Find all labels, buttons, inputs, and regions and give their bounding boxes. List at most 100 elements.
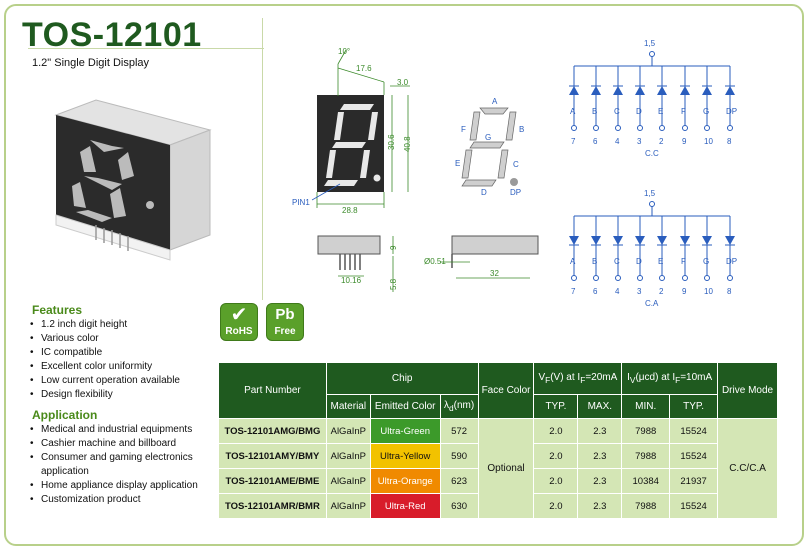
front-view-drawing: 10° 17.6 3.0 28.8 30.6 40.8 PIN1: [292, 47, 412, 215]
diode-icon: [702, 236, 712, 245]
pin-number-label: 2: [659, 287, 664, 296]
pin-node: [571, 125, 577, 131]
seg-g: G: [485, 133, 491, 142]
seg-a: A: [492, 97, 498, 106]
check-icon: ✔: [230, 304, 248, 326]
dim-9: 9: [389, 245, 398, 250]
pb-free-badge: Pb Free: [266, 303, 304, 341]
product-3d-image: [54, 99, 212, 261]
th-material: Material: [325, 394, 371, 419]
dim-3-0: 3.0: [397, 78, 409, 87]
pin-number-label: 10: [704, 137, 713, 146]
iv-min-cell: 10384: [621, 468, 671, 494]
pb-label: Pb: [275, 306, 295, 323]
pin-number-label: 3: [637, 287, 642, 296]
pin-node: [593, 275, 599, 281]
lambda-cell: 630: [439, 493, 479, 519]
material-cell: AlGaInP: [325, 468, 371, 494]
part-number-cell: TOS-12101AMY/BMY: [218, 443, 327, 469]
diode-icon: [613, 86, 623, 95]
diode-icon: [569, 236, 579, 245]
segment-label: C: [614, 107, 620, 116]
iv-min-cell: 7988: [621, 418, 671, 444]
pin-node: [593, 125, 599, 131]
vf-typ-cell: 2.0: [533, 418, 579, 444]
diode-icon: [635, 236, 645, 245]
vf-max-cell: 2.3: [577, 443, 623, 469]
diode-icon: [591, 236, 601, 245]
rohs-badge: ✔ RoHS: [220, 303, 258, 341]
feature-item: Low current operation available: [30, 374, 180, 388]
seg-b: B: [519, 125, 524, 134]
pin-node: [704, 125, 710, 131]
seg-dp: DP: [510, 188, 521, 197]
pin-node: [682, 125, 688, 131]
diode-icon: [702, 86, 712, 95]
dim-28-8: 28.8: [342, 206, 358, 215]
pin-number-label: 8: [727, 137, 732, 146]
material-cell: AlGaInP: [325, 443, 371, 469]
feature-item: IC compatible: [30, 346, 180, 360]
pin-node: [615, 275, 621, 281]
lambda-cell: 590: [439, 443, 479, 469]
pin1-label: PIN1: [292, 198, 310, 207]
pin-number-label: 7: [571, 137, 576, 146]
iv-typ-cell: 15524: [669, 443, 719, 469]
vf-max-cell: 2.3: [577, 468, 623, 494]
pin-node: [637, 275, 643, 281]
vertical-divider: [262, 18, 263, 300]
common-pin-node: [649, 201, 655, 207]
drive-mode-label: C.A: [645, 299, 659, 308]
application-title: Application: [32, 408, 98, 422]
seg-e: E: [455, 159, 460, 168]
application-list: Medical and industrial equipmentsCashier…: [30, 423, 230, 507]
application-item: Cashier machine and billboard: [30, 437, 230, 451]
pin-node: [727, 125, 733, 131]
pin-number-label: 4: [615, 287, 620, 296]
dim-30-6: 30.6: [387, 134, 396, 150]
iv-min-cell: 7988: [621, 443, 671, 469]
emitted-color-cell: Ultra-Red: [369, 493, 441, 519]
segment-label: D: [636, 257, 642, 266]
seg-c: C: [513, 160, 519, 169]
th-vf-typ: TYP.: [533, 394, 579, 419]
application-item: Consumer and gaming electronics applicat…: [30, 451, 230, 479]
side-view-drawing: 10.16 9 5.8 Ø0.51 32: [317, 235, 539, 292]
features-list: 1.2 inch digit heightVarious colorIC com…: [30, 318, 180, 402]
feature-item: Excellent color uniformity: [30, 360, 180, 374]
application-item: Home appliance display application: [30, 479, 230, 493]
part-number-cell: TOS-12101AMR/BMR: [218, 493, 327, 519]
pin-node: [727, 275, 733, 281]
pin-number-label: 6: [593, 137, 598, 146]
title-underline: [28, 48, 264, 49]
rohs-label: RoHS: [225, 326, 253, 337]
pin-node: [615, 125, 621, 131]
pin-number-label: 6: [593, 287, 598, 296]
pin-node: [704, 275, 710, 281]
th-part-number: Part Number: [218, 362, 327, 419]
common-pin-label: 1,5: [644, 189, 656, 198]
th-vf-max: MAX.: [577, 394, 623, 419]
free-label: Free: [274, 326, 296, 337]
features-title: Features: [32, 303, 83, 317]
segment-map-drawing: A B C D E F G DP: [455, 97, 524, 197]
pin-number-label: 3: [637, 137, 642, 146]
segment-label: B: [592, 257, 597, 266]
product-subtitle: 1.2" Single Digit Display: [32, 57, 150, 69]
pin-number-label: 9: [682, 287, 687, 296]
iv-typ-cell: 15524: [669, 493, 719, 519]
th-iv: IV(μcd) at IF=10mA: [621, 362, 719, 395]
segment-label: A: [570, 257, 576, 266]
th-emitted-color: Emitted Color: [369, 394, 441, 419]
diode-icon: [680, 86, 690, 95]
th-iv-typ: TYP.: [669, 394, 719, 419]
common-pin-label: 1,5: [644, 39, 656, 48]
diode-icon: [591, 86, 601, 95]
